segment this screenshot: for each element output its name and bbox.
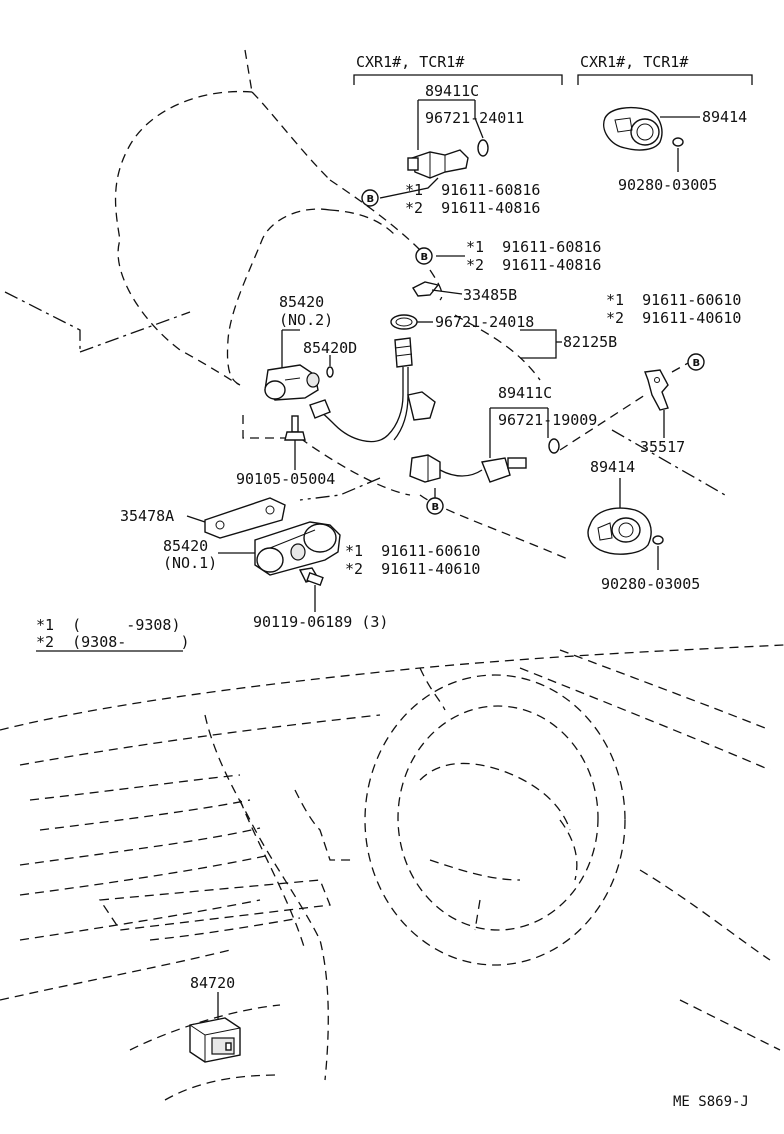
part-89414-top: 89414 xyxy=(702,108,747,126)
driven-gear-89414-top xyxy=(603,106,700,172)
part-85420-no2: 85420 xyxy=(279,293,324,311)
variant-label-left: CXR1#, TCR1# xyxy=(356,53,464,71)
part-89411c-top: 89411C xyxy=(425,82,479,100)
part-84720: 84720 xyxy=(190,974,235,992)
part-91611-40610-right: *2 91611-40610 xyxy=(606,309,741,327)
bolt-90119-06189 xyxy=(298,567,324,612)
part-96721-24011: 96721-24011 xyxy=(425,109,524,127)
variant-bracket-left xyxy=(353,74,563,85)
speed-sensor-89411c-lower xyxy=(409,407,560,498)
bolt-90105-05004 xyxy=(284,415,306,470)
chassis-lines xyxy=(4,291,726,501)
part-90280-03005-mid: 90280-03005 xyxy=(601,575,700,593)
solenoid-85420-no1 xyxy=(218,521,341,576)
bolt-mark-group: B B B B xyxy=(361,189,705,515)
part-89411c-mid: 89411C xyxy=(498,384,552,402)
part-91611-40610-low: *2 91611-40610 xyxy=(345,560,480,578)
part-89414-mid: 89414 xyxy=(590,458,635,476)
note-star2: *2 (9308- ) xyxy=(36,633,190,651)
part-96721-24018: 96721-24018 xyxy=(435,313,534,331)
part-91611-60816-b: *1 91611-60816 xyxy=(466,238,601,256)
part-91611-40816-b: *2 91611-40816 xyxy=(466,256,601,274)
part-91611-60610-right: *1 91611-60610 xyxy=(606,291,741,309)
part-90280-03005-top: 90280-03005 xyxy=(618,176,717,194)
bolt-mark-lower xyxy=(426,497,444,515)
part-85420-no1-sub: (NO.1) xyxy=(163,554,217,572)
bolt-mark-right-text: B xyxy=(693,358,701,369)
part-35517: 35517 xyxy=(640,438,685,456)
bolt-mark-lower-text: B xyxy=(432,502,440,513)
diagram-code: ME S869-J xyxy=(673,1094,749,1110)
part-33485b: 33485B xyxy=(463,286,517,304)
harness-82125b xyxy=(309,329,562,443)
bolt-mark-top-text: B xyxy=(367,194,375,205)
switch-84720-part xyxy=(189,992,241,1063)
solenoid-85420-no2 xyxy=(264,329,334,401)
note-star1: *1 ( -9308) xyxy=(36,616,181,634)
bracket-35517 xyxy=(559,361,691,451)
part-91611-60816-a: *1 91611-60816 xyxy=(405,181,540,199)
o-ring-96721-24018 xyxy=(390,314,433,330)
part-35478a: 35478A xyxy=(120,507,174,525)
part-85420-no2-sub: (NO.2) xyxy=(279,311,333,329)
plate-35478a xyxy=(186,497,286,539)
part-96721-19009: 96721-19009 xyxy=(498,411,597,429)
part-90119-06189: 90119-06189 (3) xyxy=(253,613,388,631)
transmission-outline xyxy=(114,49,571,561)
steering-wheel xyxy=(364,674,626,966)
bolt-mark-right xyxy=(687,353,705,371)
dashboard-outline xyxy=(0,644,784,1101)
speed-sensor-89411c-top xyxy=(379,99,489,199)
bolt-mark-middle xyxy=(415,247,433,265)
bolt-b-middle xyxy=(411,255,465,297)
variant-bracket-right xyxy=(577,74,753,85)
part-85420-no1: 85420 xyxy=(163,537,208,555)
driven-gear-89414-lower xyxy=(587,478,664,570)
part-91611-40816-a: *2 91611-40816 xyxy=(405,199,540,217)
part-90105-05004: 90105-05004 xyxy=(236,470,335,488)
bolt-mark-top xyxy=(361,189,379,207)
part-85420d: 85420D xyxy=(303,339,357,357)
part-91611-60610-low: *1 91611-60610 xyxy=(345,542,480,560)
part-82125b: 82125B xyxy=(563,333,617,351)
variant-label-right: CXR1#, TCR1# xyxy=(580,53,688,71)
bolt-mark-middle-text: B xyxy=(421,252,429,263)
